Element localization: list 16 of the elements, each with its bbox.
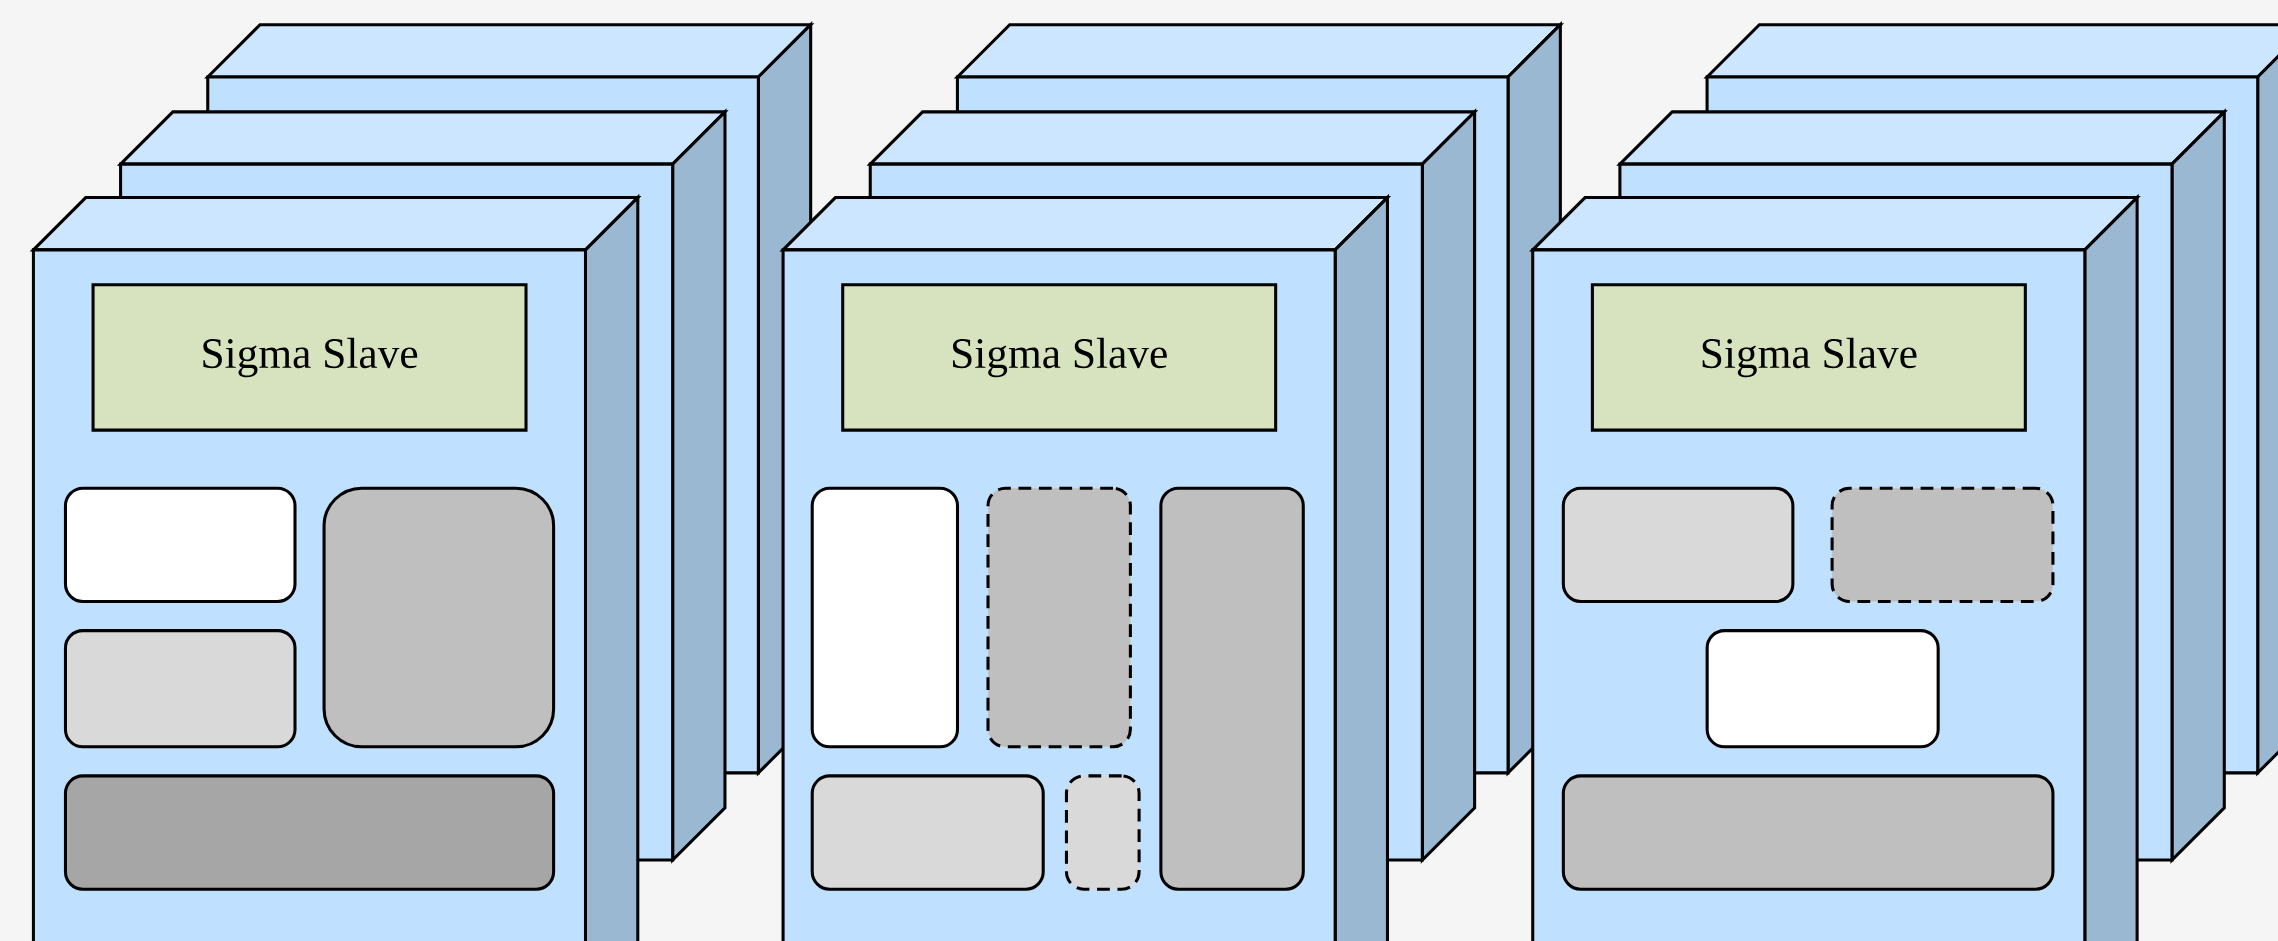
module-box bbox=[986, 486, 1132, 749]
label-box: Sigma Slave bbox=[841, 283, 1278, 432]
module-box bbox=[1561, 774, 2055, 891]
module-box bbox=[322, 486, 556, 749]
module-box bbox=[1064, 774, 1141, 891]
module-box bbox=[1705, 628, 1940, 749]
module-box bbox=[63, 628, 297, 749]
module-box bbox=[63, 486, 297, 603]
module-box bbox=[1830, 486, 2055, 603]
label-box: Sigma Slave bbox=[1590, 283, 2027, 432]
module-box bbox=[1561, 486, 1795, 603]
module-box bbox=[1159, 486, 1305, 891]
label-box: Sigma Slave bbox=[91, 283, 528, 432]
module-box bbox=[810, 774, 1045, 891]
module-box bbox=[810, 486, 959, 749]
module-box bbox=[63, 774, 556, 891]
